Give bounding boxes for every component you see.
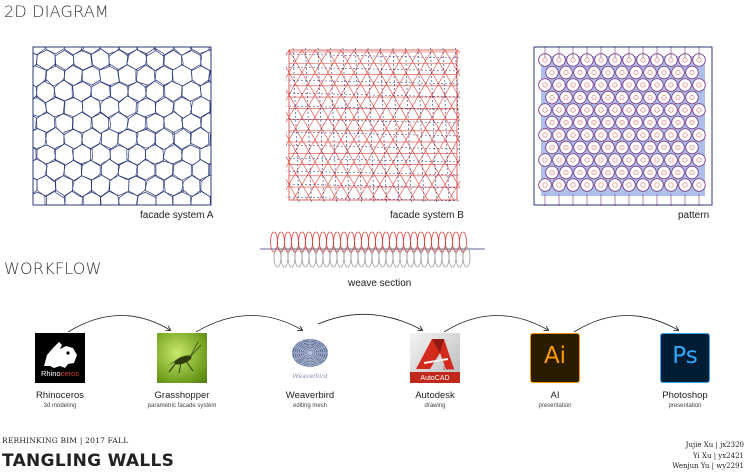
workflow-arrows xyxy=(67,313,750,333)
facade-system-a-diagram xyxy=(32,46,212,206)
tool-autodesk: 2016 AutoCAD Autodesk drawing xyxy=(385,333,485,409)
rhino-icon: Rhinoceros xyxy=(35,333,85,383)
arrow-rhino-to-grasshopper xyxy=(67,315,170,333)
tool-name: Rhinoceros xyxy=(35,390,85,401)
arrow-ai-to-photoshop xyxy=(573,315,678,333)
weave-section-caption: weave section xyxy=(348,278,412,289)
illustrator-icon: Ai xyxy=(530,333,580,383)
arrow-grasshopper-to-weaverbird xyxy=(195,315,302,333)
photoshop-icon: Ps xyxy=(660,333,710,383)
facade-system-b-caption: facade system B xyxy=(390,210,464,221)
credit-line: Yi Xu | yx2421 xyxy=(693,451,744,460)
credits: Jujie Xu | jx2320 Yi Xu | yx2421 Wenjun … xyxy=(672,440,744,472)
autocad-year: 2016 xyxy=(442,366,454,372)
pattern-diagram xyxy=(533,46,713,206)
tool-illustrator: Ai AI presentation xyxy=(505,333,605,409)
facade-a-voronoi xyxy=(32,46,212,206)
autocad-icon: 2016 AutoCAD xyxy=(410,333,460,383)
section-title-2d-diagram: 2D DIAGRAM xyxy=(4,2,109,21)
facade-system-b-diagram xyxy=(283,46,463,206)
weaverbird-icon: Weaverbird xyxy=(285,333,335,383)
tool-name: AI xyxy=(550,390,560,401)
tool-description: presentation xyxy=(538,403,572,409)
facade-system-a-caption: facade system A xyxy=(140,210,214,221)
tool-description: drawing xyxy=(424,403,446,409)
course-label: RERHINKING BIM | 2017 FALL xyxy=(2,436,129,445)
photoshop-glyph: Ps xyxy=(672,343,698,369)
arrow-weaverbird-to-autodesk xyxy=(317,313,422,330)
tool-weaverbird: Weaverbird Weaverbird editing mesh xyxy=(260,333,360,409)
arrow-autodesk-to-ai xyxy=(443,315,548,333)
rhino-wordmark-b: ceros xyxy=(60,369,79,378)
tool-description: 3d modeling xyxy=(43,403,77,409)
illustrator-glyph: Ai xyxy=(543,343,567,369)
pattern-weave xyxy=(533,46,713,206)
tool-grasshopper: Grasshopper parametric facade system xyxy=(132,333,232,409)
tool-name: Photoshop xyxy=(662,390,708,401)
tool-name: Grasshopper xyxy=(154,390,210,401)
facade-b-triangulation xyxy=(283,46,463,206)
autocad-wordmark: AutoCAD xyxy=(420,375,450,382)
tool-name: Autodesk xyxy=(415,390,455,401)
project-title: TANGLING WALLS xyxy=(2,451,175,471)
rhino-wordmark-a: Rhino xyxy=(41,369,61,378)
credit-line: Wenjun Yu | wy2291 xyxy=(672,462,744,470)
tool-description: editing mesh xyxy=(292,403,328,409)
weaverbird-wordmark: Weaverbird xyxy=(292,373,328,380)
credit-line: Jujie Xu | jx2320 xyxy=(685,441,744,449)
tool-name: Weaverbird xyxy=(285,390,335,401)
grasshopper-icon xyxy=(157,333,207,383)
weave-section-diagram xyxy=(260,231,485,268)
tool-description: parametric facade system xyxy=(147,403,217,409)
tool-description: presentation xyxy=(668,403,702,409)
section-title-workflow: WORKFLOW xyxy=(4,259,102,278)
tool-photoshop: Ps Photoshop presentation xyxy=(635,333,735,409)
pattern-caption: pattern xyxy=(678,210,710,221)
tool-rhinoceros: Rhinoceros Rhinoceros 3d modeling xyxy=(10,333,110,409)
